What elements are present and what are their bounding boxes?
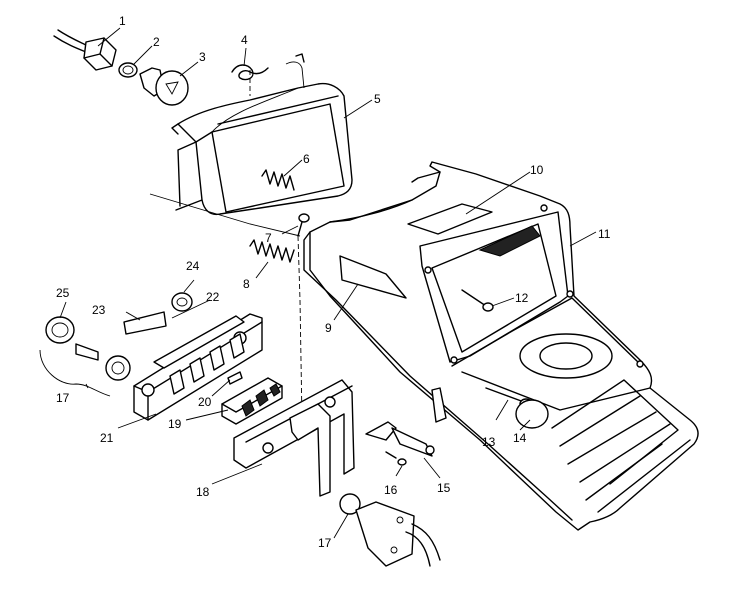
callout-16: 16 [384, 483, 398, 497]
part-headlight-housing [171, 53, 353, 216]
part-bulb-socket [118, 62, 138, 78]
part-decal-top [407, 203, 493, 235]
callout-24: 24 [186, 259, 200, 273]
part-grommet [171, 292, 193, 312]
callout-1: 1 [119, 14, 126, 28]
callout-3: 3 [199, 50, 206, 64]
callout-10: 10 [530, 163, 544, 177]
part-decal-side [339, 255, 407, 299]
callout-13: 13 [482, 435, 496, 449]
part-label-plate [123, 311, 167, 335]
callout-17-left: 17 [56, 391, 70, 405]
callout-5: 5 [374, 92, 381, 106]
part-ignition-bezel [45, 316, 75, 344]
part-screw-16 [385, 451, 407, 466]
callout-21: 21 [100, 431, 114, 445]
callout-22: 22 [206, 290, 220, 304]
part-screw-12 [461, 289, 494, 312]
callout-12: 12 [515, 291, 529, 305]
callout-11: 11 [598, 227, 611, 241]
part-switch-harness [339, 493, 441, 567]
part-pin [227, 371, 243, 385]
part-plug [515, 399, 549, 429]
assembly-guide-lines [149, 70, 303, 421]
callout-8: 8 [243, 277, 250, 291]
part-wire-connector [53, 29, 117, 71]
part-screw-small [297, 213, 310, 237]
callout-labels: 1 2 3 4 5 6 7 8 9 10 11 12 13 14 15 16 1… [56, 14, 611, 550]
callout-2: 2 [153, 35, 160, 49]
part-spring-upper [261, 169, 295, 191]
callout-18: 18 [196, 485, 210, 499]
part-connector-plug [365, 421, 435, 457]
part-headlight-bulb [139, 67, 189, 106]
part-switch-panel [133, 313, 263, 421]
part-bezel-strip [153, 315, 245, 369]
part-dashboard-console [303, 161, 699, 531]
callout-6: 6 [303, 152, 310, 166]
callout-14: 14 [513, 431, 527, 445]
callout-7: 7 [265, 231, 272, 245]
callout-25: 25 [56, 286, 70, 300]
part-mounting-bracket [233, 379, 355, 497]
part-spring-lower [249, 239, 295, 263]
callout-19: 19 [168, 417, 182, 431]
callout-4: 4 [241, 33, 248, 47]
callout-17-bottom: 17 [318, 536, 332, 550]
leader-lines [59, 27, 597, 539]
callout-23: 23 [92, 303, 106, 317]
part-switch-block [221, 377, 283, 425]
callout-15: 15 [437, 481, 451, 495]
callout-20: 20 [198, 395, 212, 409]
part-ignition-key [39, 343, 131, 397]
callout-9: 9 [325, 321, 332, 335]
